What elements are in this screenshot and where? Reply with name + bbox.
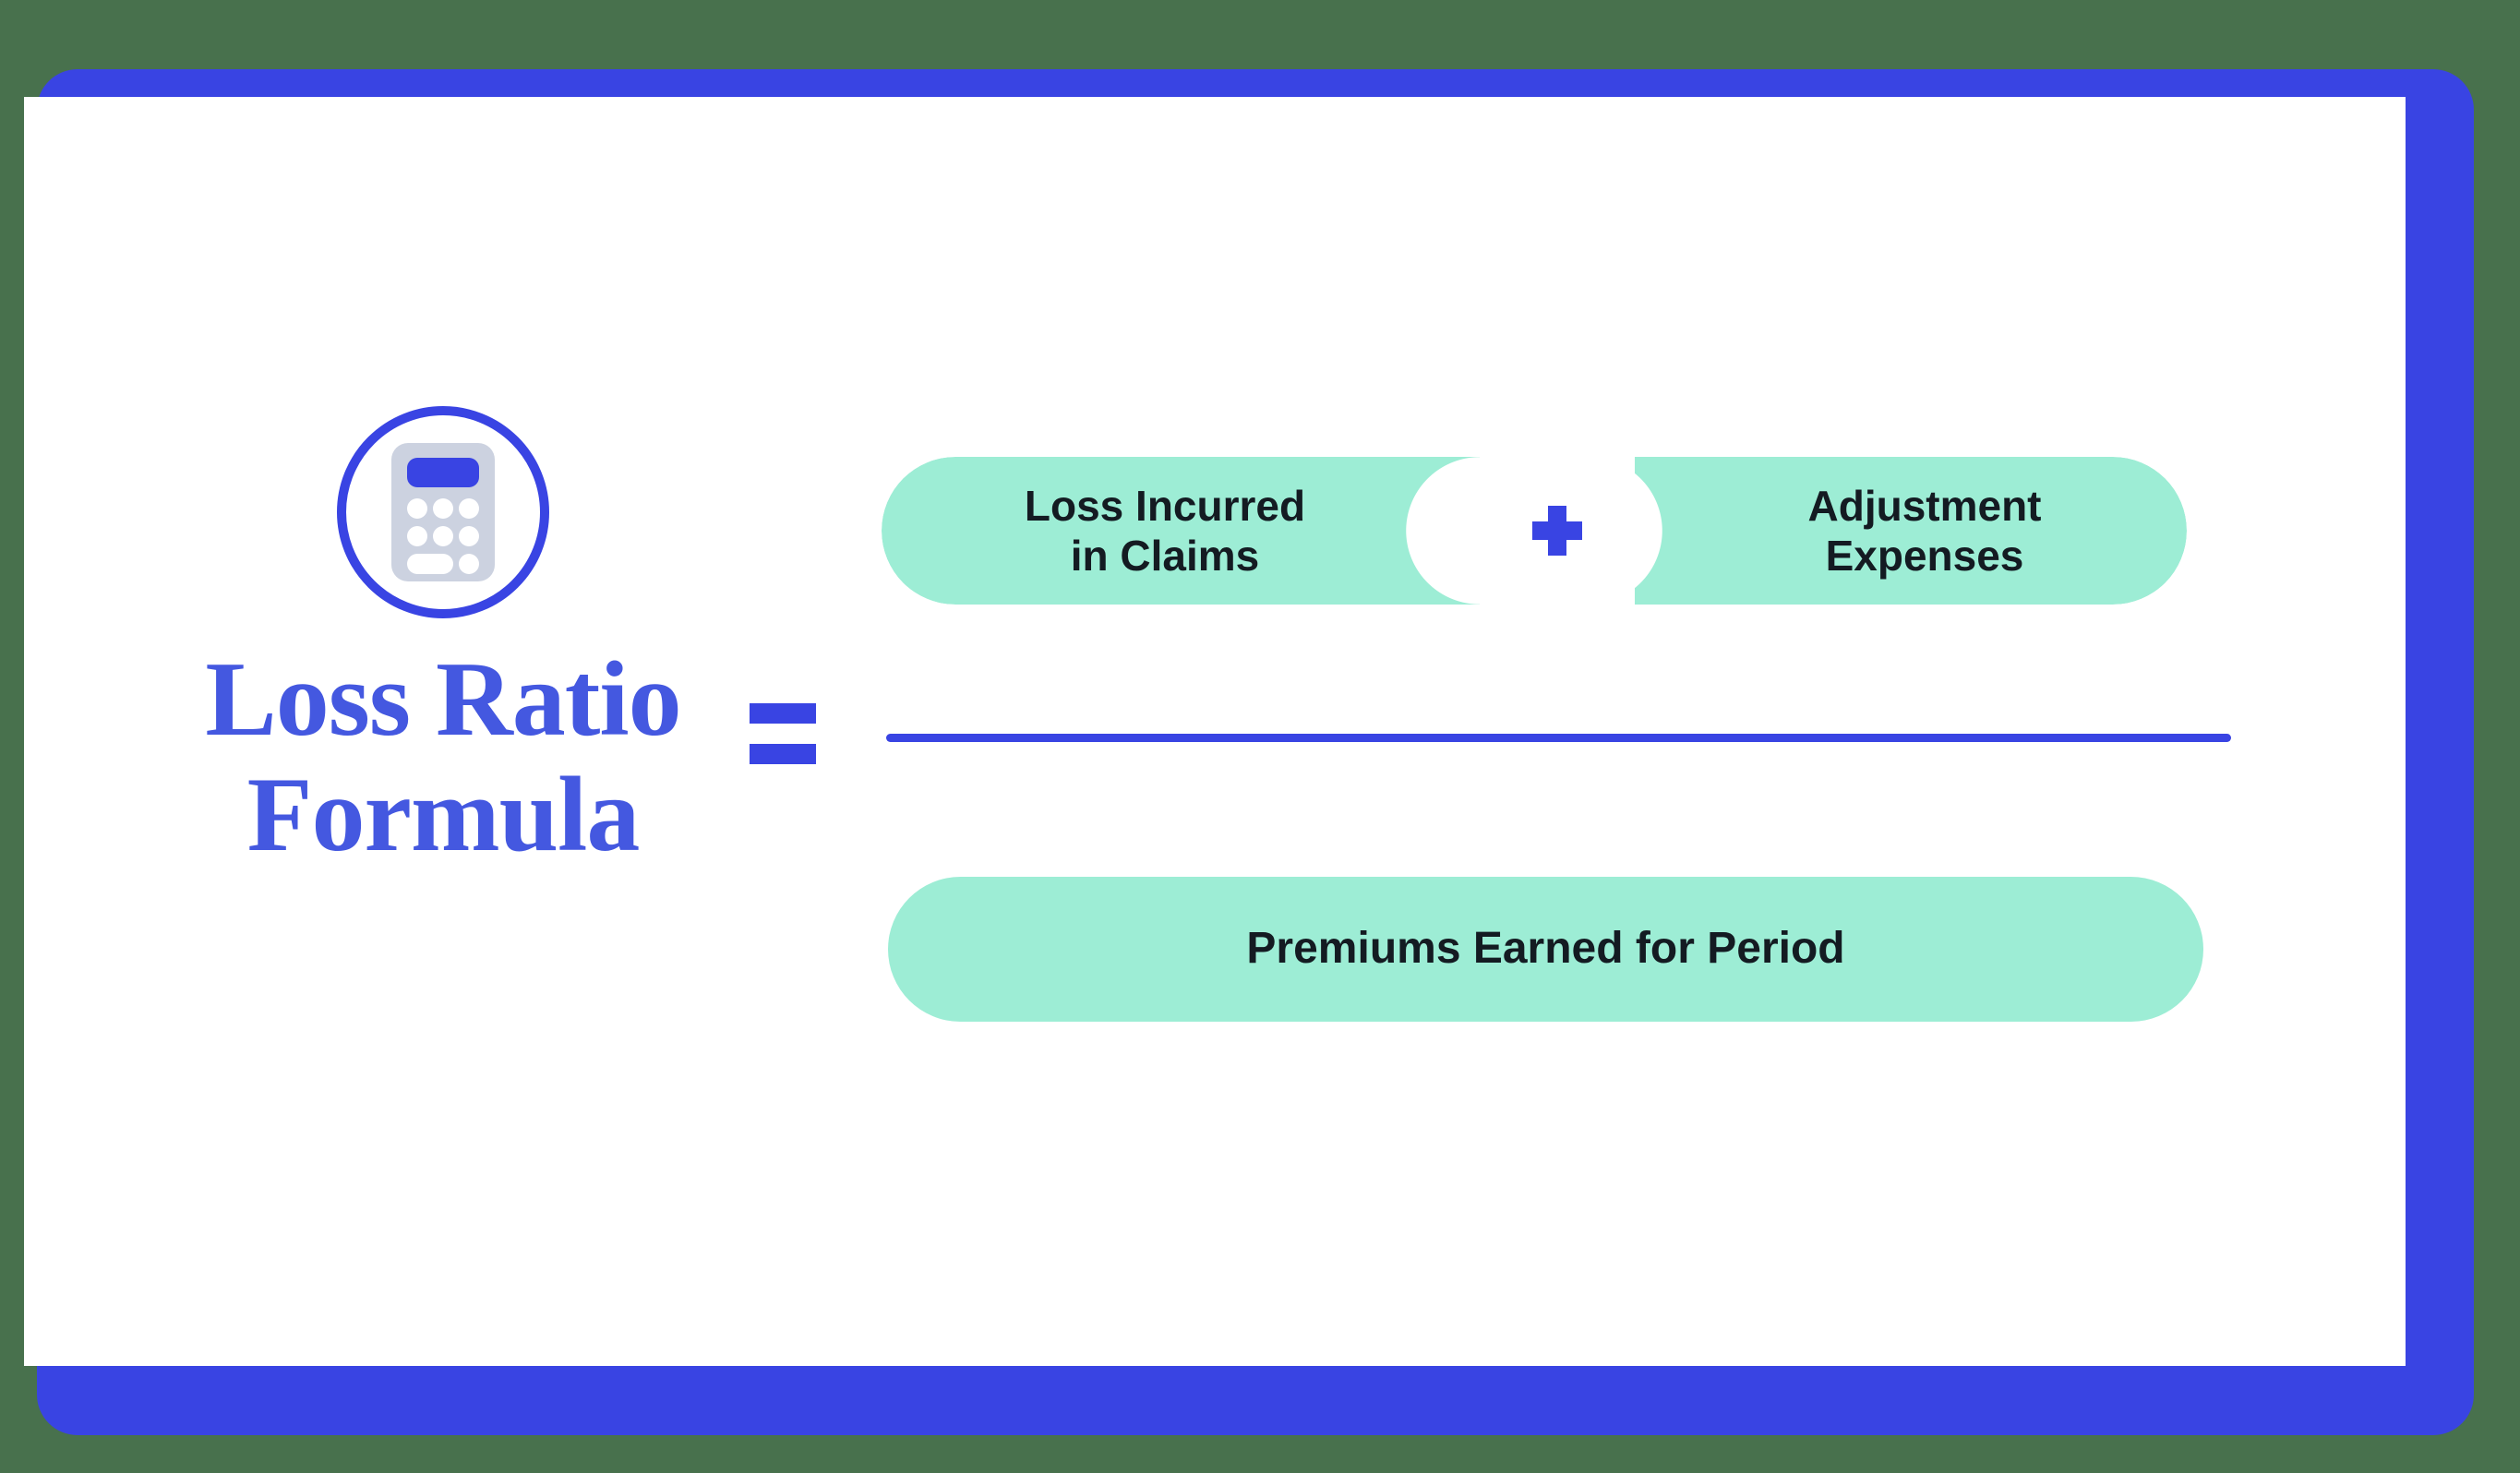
formula-fraction: Loss Incurred in Claims Adjustment Expen… bbox=[882, 457, 2234, 1029]
formula-title: Loss Ratio Formula bbox=[138, 641, 748, 875]
plus-icon bbox=[1532, 506, 1582, 556]
calculator-icon-circle bbox=[337, 406, 549, 618]
denominator-term-premiums-earned: Premiums Earned for Period bbox=[888, 877, 2203, 1022]
formula-label-block: Loss Ratio Formula bbox=[138, 406, 748, 874]
formula-title-line-1: Loss Ratio bbox=[205, 641, 681, 759]
numerator-term-adjustment-expenses-text: Adjustment Expenses bbox=[1808, 481, 2042, 581]
numerator-term-loss-incurred-text: Loss Incurred in Claims bbox=[1025, 481, 1305, 581]
fraction-bar bbox=[886, 734, 2231, 742]
plus-icon-vertical bbox=[1548, 506, 1566, 556]
fraction-denominator: Premiums Earned for Period bbox=[888, 877, 2203, 1022]
denominator-term-text: Premiums Earned for Period bbox=[1246, 924, 1845, 974]
numerator-term-1-line-1: Loss Incurred bbox=[1024, 481, 1306, 530]
equals-sign bbox=[750, 703, 816, 766]
numerator-term-adjustment-expenses: Adjustment Expenses bbox=[1635, 457, 2187, 605]
plus-operator-slot bbox=[1480, 457, 1635, 605]
equals-bar-top bbox=[750, 703, 816, 724]
numerator-term-2-line-1: Adjustment bbox=[1807, 481, 2042, 530]
fraction-numerator: Loss Incurred in Claims Adjustment Expen… bbox=[882, 457, 2234, 605]
white-content-card bbox=[24, 97, 2406, 1366]
numerator-term-2-line-2: Expenses bbox=[1825, 532, 2024, 580]
numerator-term-1-line-2: in Claims bbox=[1070, 532, 1260, 580]
numerator-term-loss-incurred: Loss Incurred in Claims bbox=[882, 457, 1480, 605]
formula-title-line-2: Formula bbox=[246, 756, 641, 875]
calculator-icon bbox=[391, 443, 495, 581]
equals-bar-bottom bbox=[750, 744, 816, 764]
